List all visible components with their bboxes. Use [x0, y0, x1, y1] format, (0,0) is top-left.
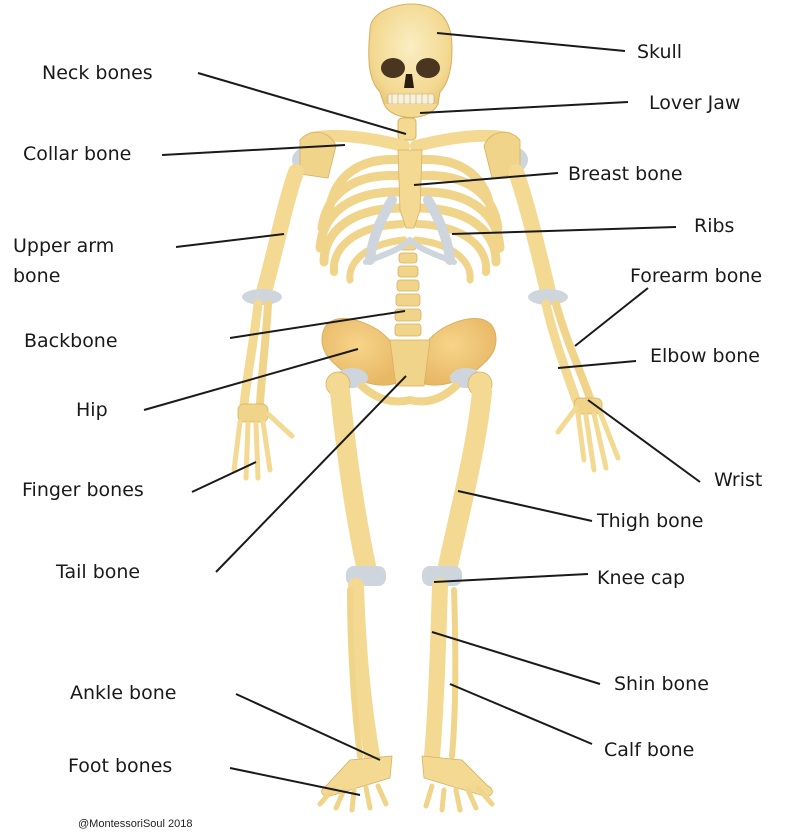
label-finger-bones: Finger bones [22, 477, 144, 503]
leader-calf [450, 684, 592, 744]
label-ankle-bone: Ankle bone [70, 680, 176, 706]
label-ribs: Ribs [694, 213, 734, 239]
label-lower-jaw: Lover Jaw [649, 90, 740, 116]
right-arm-shape [516, 172, 618, 470]
label-shin-bone: Shin bone [614, 671, 709, 697]
label-foot-bones: Foot bones [68, 753, 172, 779]
label-calf-bone: Calf bone [604, 737, 694, 763]
label-wrist: Wrist [714, 467, 762, 493]
leader-lower-jaw [420, 102, 628, 113]
label-neck-bones: Neck bones [42, 60, 153, 86]
leader-thigh [458, 491, 592, 521]
right-leg-shape [422, 372, 492, 810]
leader-forearm [575, 288, 648, 346]
label-skull: Skull [637, 39, 682, 65]
copyright-credit: @MontessoriSoul 2018 [78, 818, 193, 830]
label-elbow-bone: Elbow bone [650, 343, 760, 369]
label-knee-cap: Knee cap [597, 565, 685, 591]
left-arm-shape [234, 172, 296, 478]
label-forearm-bone: Forearm bone [630, 263, 762, 289]
label-hip: Hip [76, 397, 108, 423]
label-thigh-bone: Thigh bone [597, 508, 704, 534]
leader-skull [437, 33, 625, 51]
label-upper-arm-line2: bone [13, 263, 60, 289]
label-tail-bone: Tail bone [56, 559, 140, 585]
skull-shape [369, 4, 452, 118]
breast-bone-shape [398, 150, 422, 228]
label-backbone: Backbone [24, 328, 118, 354]
label-collar-bone: Collar bone [23, 141, 131, 167]
left-leg-shape [320, 372, 392, 810]
label-upper-arm-line1: Upper arm [13, 233, 114, 259]
label-breast-bone: Breast bone [568, 161, 683, 187]
leader-elbow [558, 361, 636, 368]
